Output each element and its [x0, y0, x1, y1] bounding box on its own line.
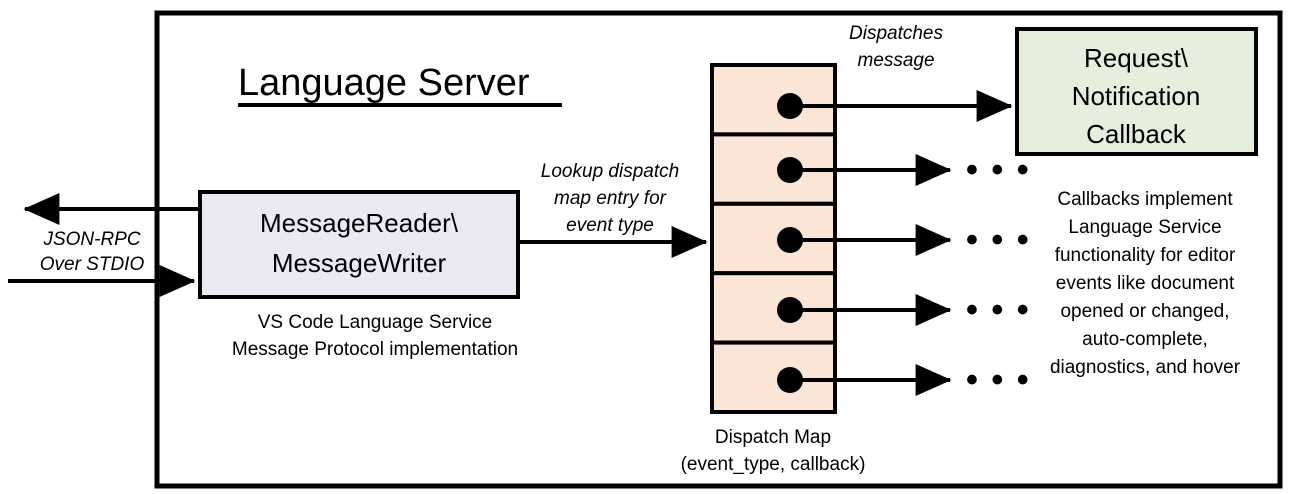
dispatch-map-row-5[interactable] — [710, 340, 837, 415]
callback-note-line-6: auto-complete, — [1082, 329, 1208, 350]
dispatch-edge-label-line2: message — [857, 50, 934, 71]
dispatch-map — [710, 63, 837, 415]
dispatch-map-caption-line1: Dispatch Map — [715, 427, 831, 448]
callback-box-line2: Notification — [1072, 81, 1201, 111]
language-server-boundary — [154, 10, 1283, 489]
message-box-caption-line2: Message Protocol implementation — [232, 339, 518, 360]
callback-note-line-4: events like document — [1056, 273, 1235, 294]
callback-note-line-7: diagnostics, and hover — [1050, 357, 1241, 378]
page-title: Language Server — [238, 62, 530, 104]
request-notification-callback-box — [1015, 27, 1258, 156]
callback-note-line-1: Callbacks implement — [1057, 189, 1233, 210]
ellipsis-2: • • • — [966, 151, 1031, 189]
message-box-caption-line1: VS Code Language Service — [258, 312, 493, 333]
callback-box-line3: Callback — [1086, 119, 1187, 149]
dispatch-edge-label-line1: Dispatches — [849, 23, 943, 44]
ellipsis-5: • • • — [966, 361, 1031, 399]
dispatch-map-caption-line2: (event_type, callback) — [681, 454, 866, 475]
lookup-label-line1: Lookup dispatch — [541, 161, 679, 182]
dispatch-map-row-4[interactable] — [710, 271, 837, 345]
callback-box-line1: Request\ — [1084, 43, 1189, 73]
message-reader-writer-box — [198, 190, 520, 299]
message-box-line2: MessageWriter — [272, 248, 447, 278]
dispatch-map-row-1[interactable] — [710, 63, 837, 137]
callback-note-line-3: functionality for editor — [1055, 245, 1236, 266]
lookup-label-line2: map entry for — [554, 188, 667, 209]
lookup-label-line3: event type — [566, 215, 654, 236]
callback-note-line-5: opened or changed, — [1060, 301, 1229, 322]
ellipsis-3: • • • — [966, 221, 1031, 259]
json-rpc-label-line2: Over STDIO — [40, 254, 145, 275]
json-rpc-label-line1: JSON-RPC — [42, 229, 140, 250]
callback-note: Callbacks implement Language Service fun… — [1050, 189, 1241, 378]
callback-note-line-2: Language Service — [1068, 217, 1221, 238]
message-box-line1: MessageReader\ — [260, 208, 459, 238]
ellipsis-4: • • • — [966, 291, 1031, 329]
